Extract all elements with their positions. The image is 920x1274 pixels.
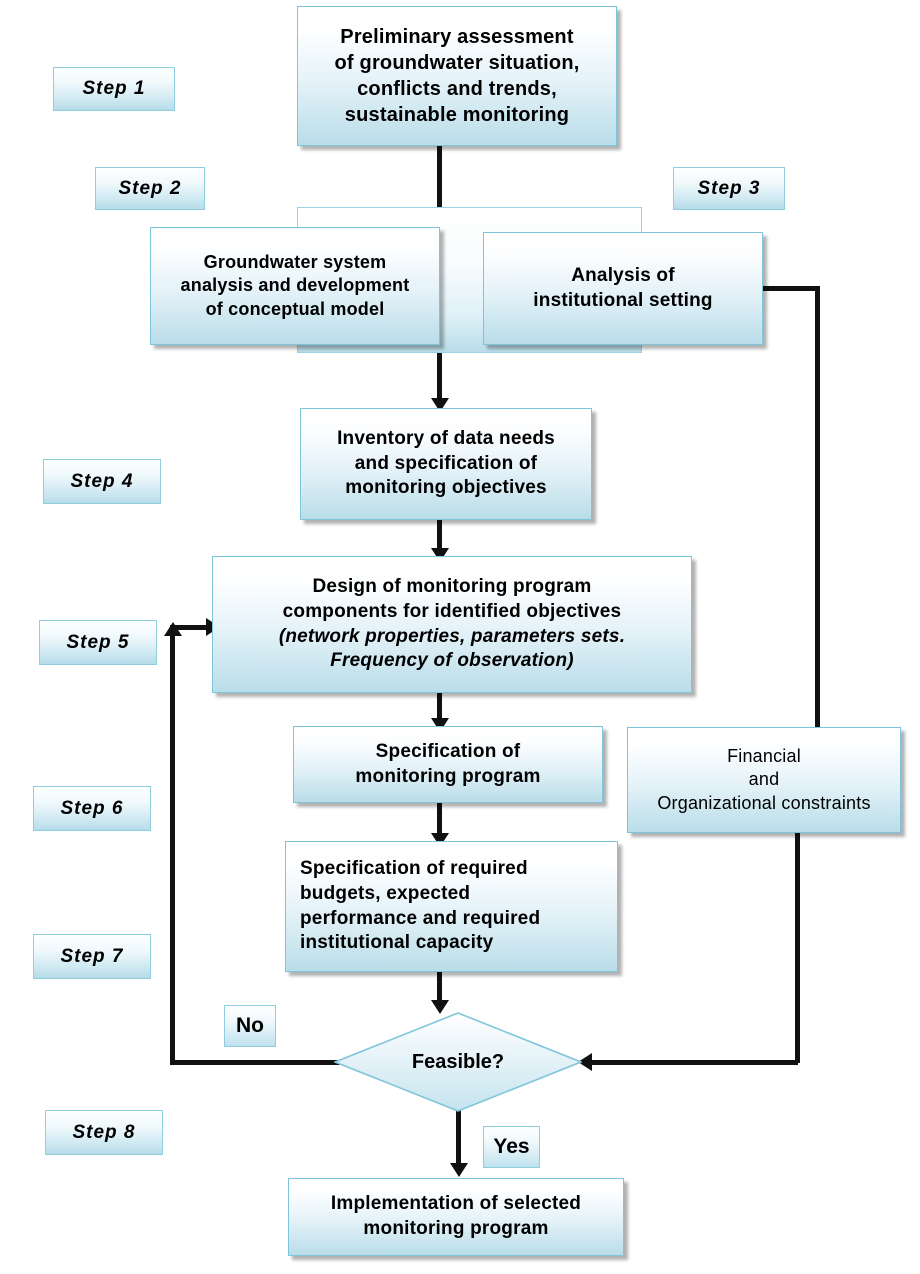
node-decision-feasible-label: Feasible?: [411, 1050, 505, 1073]
connector-specprogram-to-budgets: [437, 803, 442, 841]
line: sustainable monitoring: [344, 104, 570, 126]
connector-no-into-design: [170, 625, 212, 630]
step-tag-4: Step 4: [43, 459, 161, 504]
arrow-constraints-into-decision: [578, 1053, 592, 1071]
line: Implementation of selected: [330, 1193, 582, 1215]
node-implementation-text: Implementation of selected monitoring pr…: [289, 1192, 623, 1241]
line: performance and required: [300, 907, 541, 929]
line: monitoring program: [355, 765, 541, 787]
node-design-monitoring-program[interactable]: Design of monitoring program components …: [212, 556, 692, 693]
line: Design of monitoring program: [312, 576, 592, 598]
node-implementation[interactable]: Implementation of selected monitoring pr…: [288, 1178, 624, 1256]
node-inventory-data-needs-text: Inventory of data needs and specificatio…: [301, 427, 591, 501]
arrow-budgets-to-decision: [431, 1000, 449, 1014]
node-institutional-setting-text: Analysis of institutional setting: [484, 264, 762, 313]
step-tag-8-label: Step 8: [72, 1121, 136, 1143]
node-institutional-setting[interactable]: Analysis of institutional setting: [483, 232, 763, 345]
line: Preliminary assessment: [340, 26, 574, 48]
node-decision-feasible[interactable]: Feasible?: [334, 1012, 582, 1112]
line: Inventory of data needs: [337, 427, 555, 449]
connector-design-to-specprogram: [437, 693, 442, 726]
line: Financial: [727, 745, 801, 766]
edge-label-yes-text: Yes: [493, 1135, 530, 1158]
line: components for identified objectives: [282, 600, 622, 622]
step-tag-5: Step 5: [39, 620, 157, 665]
node-specification-budgets-text: Specification of required budgets, expec…: [286, 857, 617, 956]
node-groundwater-system-analysis[interactable]: Groundwater system analysis and developm…: [150, 227, 440, 345]
edge-label-no-text: No: [236, 1014, 264, 1037]
edge-label-yes: Yes: [483, 1126, 540, 1168]
step-tag-8: Step 8: [45, 1110, 163, 1155]
connector-institutional-down: [815, 286, 820, 727]
connector-preliminary-to-group: [437, 146, 442, 208]
node-financial-organizational-constraints[interactable]: Financial and Organizational constraints: [627, 727, 901, 833]
line: Specification of required: [300, 858, 528, 880]
line: Analysis of: [571, 264, 675, 286]
step-tag-4-label: Step 4: [70, 470, 134, 492]
step-tag-3: Step 3: [673, 167, 785, 210]
step-tag-5-label: Step 5: [66, 631, 130, 653]
connector-group-to-inventory: [437, 352, 442, 404]
line: monitoring objectives: [345, 477, 547, 499]
line: conflicts and trends,: [357, 78, 557, 100]
node-design-monitoring-program-text: Design of monitoring program components …: [213, 575, 691, 674]
connector-constraints-down: [795, 833, 800, 1063]
step-tag-7: Step 7: [33, 934, 151, 979]
line: Organizational constraints: [657, 792, 871, 813]
node-groundwater-system-analysis-text: Groundwater system analysis and developm…: [151, 251, 439, 321]
node-financial-organizational-constraints-text: Financial and Organizational constraints: [628, 745, 900, 815]
connector-constraints-left: [590, 1060, 798, 1065]
connector-decision-yes-to-implementation: [456, 1110, 461, 1172]
arrow-no-corner-up: [164, 622, 182, 636]
line: of conceptual model: [205, 298, 385, 319]
diamond-shape-icon: [334, 1012, 582, 1112]
line: budgets, expected: [300, 882, 471, 904]
connector-no-vertical: [170, 627, 175, 1065]
node-preliminary-assessment-text: Preliminary assessment of groundwater si…: [298, 24, 616, 128]
line: Specification of: [375, 740, 521, 762]
line: Groundwater system: [203, 251, 387, 272]
line: monitoring program: [363, 1218, 549, 1239]
line: and specification of: [354, 452, 538, 474]
step-tag-1: Step 1: [53, 67, 175, 111]
connector-institutional-right: [762, 286, 820, 291]
step-tag-6: Step 6: [33, 786, 151, 831]
node-specification-monitoring-program[interactable]: Specification of monitoring program: [293, 726, 603, 803]
line: institutional capacity: [300, 932, 494, 954]
line: analysis and development: [180, 275, 410, 296]
step-tag-3-label: Step 3: [697, 177, 761, 199]
node-preliminary-assessment[interactable]: Preliminary assessment of groundwater si…: [297, 6, 617, 146]
step-tag-2: Step 2: [95, 167, 205, 210]
connector-no-horizontal: [170, 1060, 340, 1065]
line: of groundwater situation,: [334, 52, 580, 74]
step-tag-7-label: Step 7: [60, 945, 124, 967]
line-italic: Frequency of observation): [330, 650, 574, 672]
node-inventory-data-needs[interactable]: Inventory of data needs and specificatio…: [300, 408, 592, 520]
line: institutional setting: [533, 289, 713, 311]
step-tag-6-label: Step 6: [60, 797, 124, 819]
line-italic: (network properties, parameters sets.: [278, 625, 626, 647]
connector-inventory-to-design: [437, 520, 442, 556]
edge-label-no: No: [224, 1005, 276, 1047]
node-specification-budgets[interactable]: Specification of required budgets, expec…: [285, 841, 618, 972]
step-tag-1-label: Step 1: [82, 78, 146, 99]
step-tag-2-label: Step 2: [118, 177, 182, 199]
arrow-decision-yes: [450, 1163, 468, 1177]
line: and: [748, 769, 780, 790]
connector-budgets-to-decision: [437, 972, 442, 1008]
node-specification-monitoring-program-text: Specification of monitoring program: [294, 740, 602, 789]
